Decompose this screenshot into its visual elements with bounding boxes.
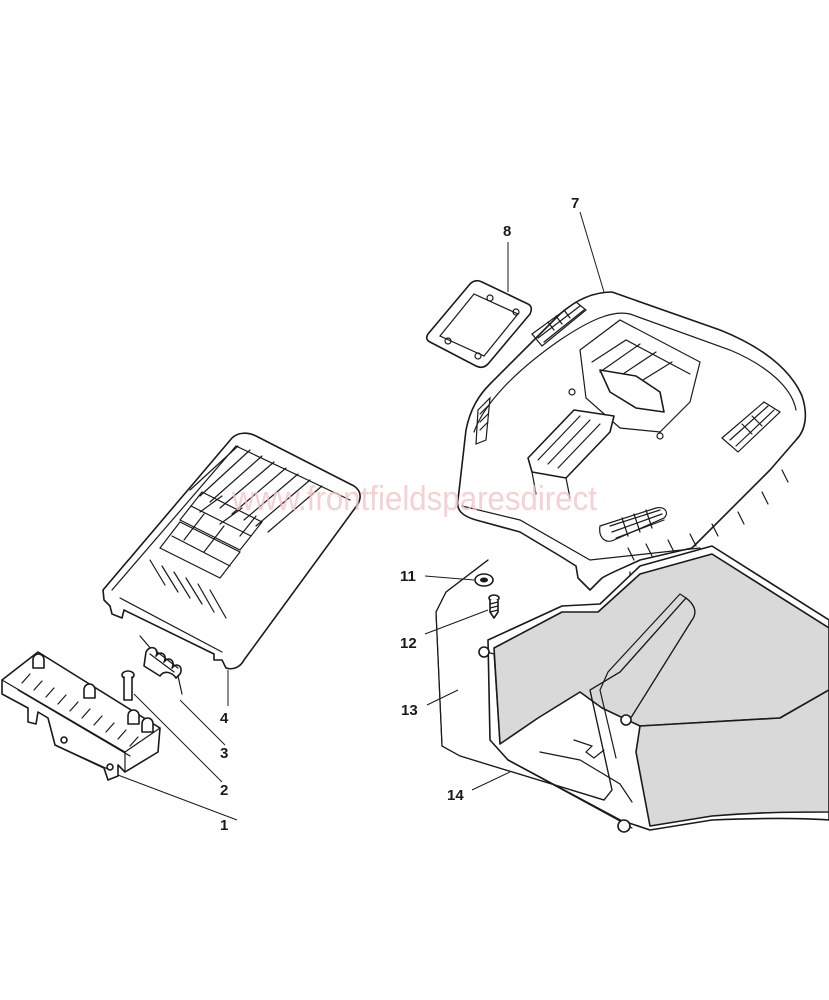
watermark: www.frontfieldsparesdirect <box>231 480 597 518</box>
callout-8: 8 <box>503 223 511 240</box>
part-14-grass-bag <box>479 545 829 831</box>
leader-11 <box>424 575 475 581</box>
part-4-rear-flap <box>102 432 361 670</box>
cover-vent-right <box>721 401 781 453</box>
callout-7: 7 <box>571 195 579 212</box>
part-11-washer <box>474 573 494 587</box>
leader-lines <box>117 211 605 821</box>
callout-2: 2 <box>220 782 228 799</box>
callout-labels: 1 2 3 4 7 8 11 12 13 14 <box>220 195 579 834</box>
leader-1 <box>117 774 238 821</box>
callout-12: 12 <box>400 635 417 652</box>
bracket-slots <box>17 673 139 757</box>
leader-7 <box>579 211 605 293</box>
part-8-window <box>425 279 533 369</box>
cover-vent-left <box>475 396 491 445</box>
callout-14: 14 <box>447 787 464 804</box>
part-1-hinge-bracket <box>1 651 161 781</box>
part-2-pin <box>121 670 135 701</box>
callout-3: 3 <box>220 745 228 762</box>
leader-13 <box>426 689 459 706</box>
flap-ribs <box>149 445 323 619</box>
flap-grid <box>159 491 263 579</box>
part-7-bag-top-cover <box>456 291 807 613</box>
cover-vent-top <box>531 301 587 347</box>
leader-2 <box>133 693 223 783</box>
part-12-screw <box>488 594 500 619</box>
callout-4: 4 <box>220 710 229 727</box>
cover-feet <box>568 388 789 561</box>
part-3-spring <box>139 635 183 695</box>
leader-3 <box>179 699 226 746</box>
cover-handle-recess <box>527 319 701 499</box>
callout-1: 1 <box>220 817 228 834</box>
callout-13: 13 <box>401 702 418 719</box>
part-13-bag-frame <box>435 559 696 833</box>
leader-14 <box>471 771 511 791</box>
callout-11: 11 <box>400 568 416 585</box>
cover-vent-front <box>599 507 668 542</box>
leader-12 <box>424 609 489 635</box>
